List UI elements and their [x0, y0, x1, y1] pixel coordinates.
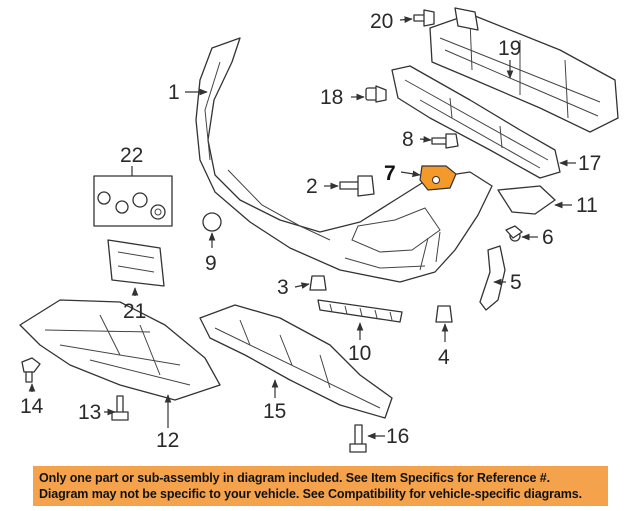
part-14-push-pin — [21, 357, 41, 383]
callout-9: 9 — [205, 252, 217, 275]
callout-20: 20 — [370, 10, 393, 33]
callout-21: 21 — [123, 300, 146, 323]
part-10-grille — [317, 299, 403, 323]
callout-17: 17 — [578, 152, 601, 175]
callout-22: 22 — [120, 144, 143, 167]
part-6-screw — [505, 225, 523, 242]
callout-8: 8 — [402, 128, 414, 151]
leader-lines — [28, 16, 576, 440]
part-7-highlighted-bracket — [419, 165, 457, 191]
part-15-lower-deflector — [199, 304, 393, 419]
part-3-clip — [309, 275, 327, 291]
callout-10: 10 — [348, 342, 371, 365]
part-9-cap — [202, 212, 222, 232]
part-18-clip — [365, 85, 387, 103]
callout-labels: 1 2 3 4 5 6 7 8 9 10 11 12 13 14 15 16 1… — [20, 10, 601, 452]
callout-1: 1 — [168, 81, 180, 104]
callout-5: 5 — [510, 271, 522, 294]
disclaimer-banner: Only one part or sub-assembly in diagram… — [33, 466, 608, 506]
callout-3: 3 — [277, 276, 289, 299]
callout-18: 18 — [320, 86, 343, 109]
callout-14: 14 — [20, 395, 44, 418]
callout-16: 16 — [386, 425, 409, 448]
disclaimer-line-2: Diagram may not be specific to your vehi… — [39, 487, 582, 501]
callout-13: 13 — [78, 401, 101, 424]
callout-2: 2 — [306, 175, 318, 198]
disclaimer-line-1: Only one part or sub-assembly in diagram… — [39, 471, 551, 485]
part-22-clip-set — [93, 175, 173, 227]
part-16-bolt — [349, 424, 367, 453]
part-8-bolt — [431, 133, 459, 149]
part-5-side-support — [479, 245, 506, 311]
callout-6: 6 — [542, 226, 554, 249]
callout-15: 15 — [263, 400, 286, 423]
part-2-bolt — [339, 175, 375, 197]
part-11-side-bracket — [497, 185, 556, 215]
part-20-bolt — [413, 9, 435, 27]
part-17-upper-bracket — [391, 65, 561, 179]
part-19-reinforcement-bar — [429, 7, 619, 133]
exploded-parts-diagram: 1 2 3 4 5 6 7 8 9 10 11 12 13 14 15 16 1… — [19, 7, 619, 453]
callout-12: 12 — [156, 429, 179, 452]
callout-7: 7 — [384, 162, 396, 185]
callout-19: 19 — [498, 37, 521, 60]
part-4-clip — [435, 305, 453, 323]
callout-11: 11 — [576, 194, 598, 217]
part-12-undercover — [19, 299, 221, 401]
part-13-screw — [111, 395, 129, 421]
part-21-license-bracket — [107, 239, 165, 287]
callout-4: 4 — [438, 346, 450, 369]
part-1-bumper-cover — [195, 37, 493, 283]
